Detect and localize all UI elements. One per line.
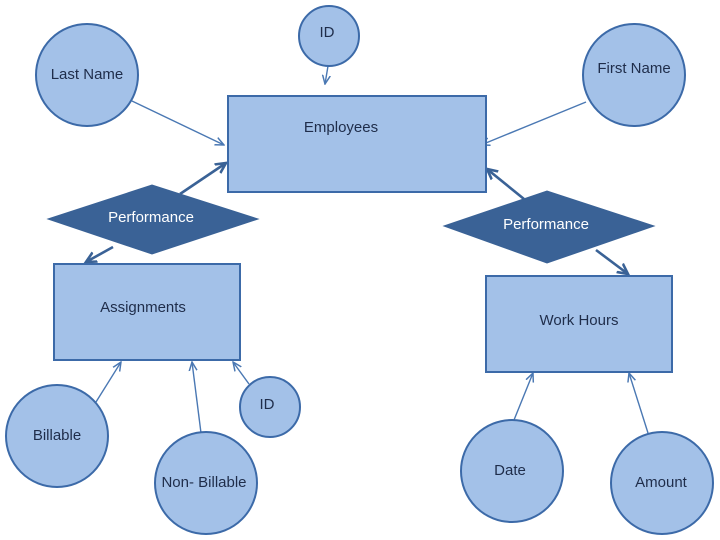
connector-amount-workhours — [629, 373, 649, 434]
attribute-billable-label: Billable — [33, 427, 81, 444]
entity-assignments-label: Assignments — [100, 299, 186, 316]
attribute-amount: Amount — [610, 431, 714, 535]
connectors — [95, 65, 649, 434]
attribute-employee-id-circle — [298, 5, 360, 67]
attribute-date: Date — [460, 419, 564, 523]
connector-date-workhours — [513, 373, 533, 421]
attribute-assignment-id-label: ID — [260, 396, 275, 413]
connector-perf-left-assignments — [86, 245, 114, 262]
connector-perf-right-workhours — [595, 248, 628, 274]
connector-id-employees — [325, 65, 328, 84]
relationship-connectors — [86, 163, 628, 274]
relationship-performance-left: Performance — [46, 184, 260, 255]
entity-work-hours: Work Hours — [485, 275, 673, 373]
connector-perf-left-employees — [179, 163, 226, 196]
relationship-performance-right: Performance — [442, 190, 656, 264]
connector-perf-right-employees — [487, 169, 525, 201]
attribute-employee-id-label: ID — [320, 24, 335, 41]
entity-employees: Employees — [227, 95, 487, 193]
entity-employees-box — [227, 95, 487, 193]
diamond-performance-left — [46, 184, 260, 255]
connector-lastname-employees — [131, 100, 224, 145]
attribute-assignment-id: ID — [239, 376, 301, 438]
entity-employees-label: Employees — [304, 119, 378, 136]
attribute-last-name: Last Name — [35, 23, 139, 127]
attribute-amount-circle — [610, 431, 714, 535]
entity-work-hours-label: Work Hours — [540, 312, 619, 329]
attribute-non-billable-circle — [154, 431, 258, 535]
attribute-first-name: First Name — [582, 23, 686, 127]
attribute-billable-circle — [5, 384, 109, 488]
attribute-last-name-circle — [35, 23, 139, 127]
relationship-performance-left-label: Performance — [108, 209, 194, 226]
entity-assignments-box — [53, 263, 241, 361]
entity-assignments: Assignments — [53, 263, 241, 361]
attribute-last-name-label: Last Name — [51, 66, 124, 83]
attribute-assignment-id-circle — [239, 376, 301, 438]
attribute-employee-id: ID — [298, 5, 360, 67]
attribute-amount-label: Amount — [635, 474, 688, 491]
connector-nonbillable-assignments — [192, 362, 202, 434]
attribute-date-label: Date — [494, 462, 526, 479]
diamond-performance-right — [442, 190, 656, 264]
attribute-date-circle — [460, 419, 564, 523]
connector-id-assignments — [233, 362, 250, 385]
connector-billable-assignments — [95, 362, 121, 403]
attribute-first-name-circle — [582, 23, 686, 127]
entity-work-hours-box — [485, 275, 673, 373]
attribute-first-name-label: First Name — [597, 60, 670, 77]
attribute-billable: Billable — [5, 384, 109, 488]
connector-firstname-employees — [481, 101, 587, 145]
attribute-non-billable-label: Non- Billable — [161, 474, 246, 491]
attribute-non-billable: Non- Billable — [154, 431, 258, 535]
relationship-performance-right-label: Performance — [503, 216, 589, 233]
